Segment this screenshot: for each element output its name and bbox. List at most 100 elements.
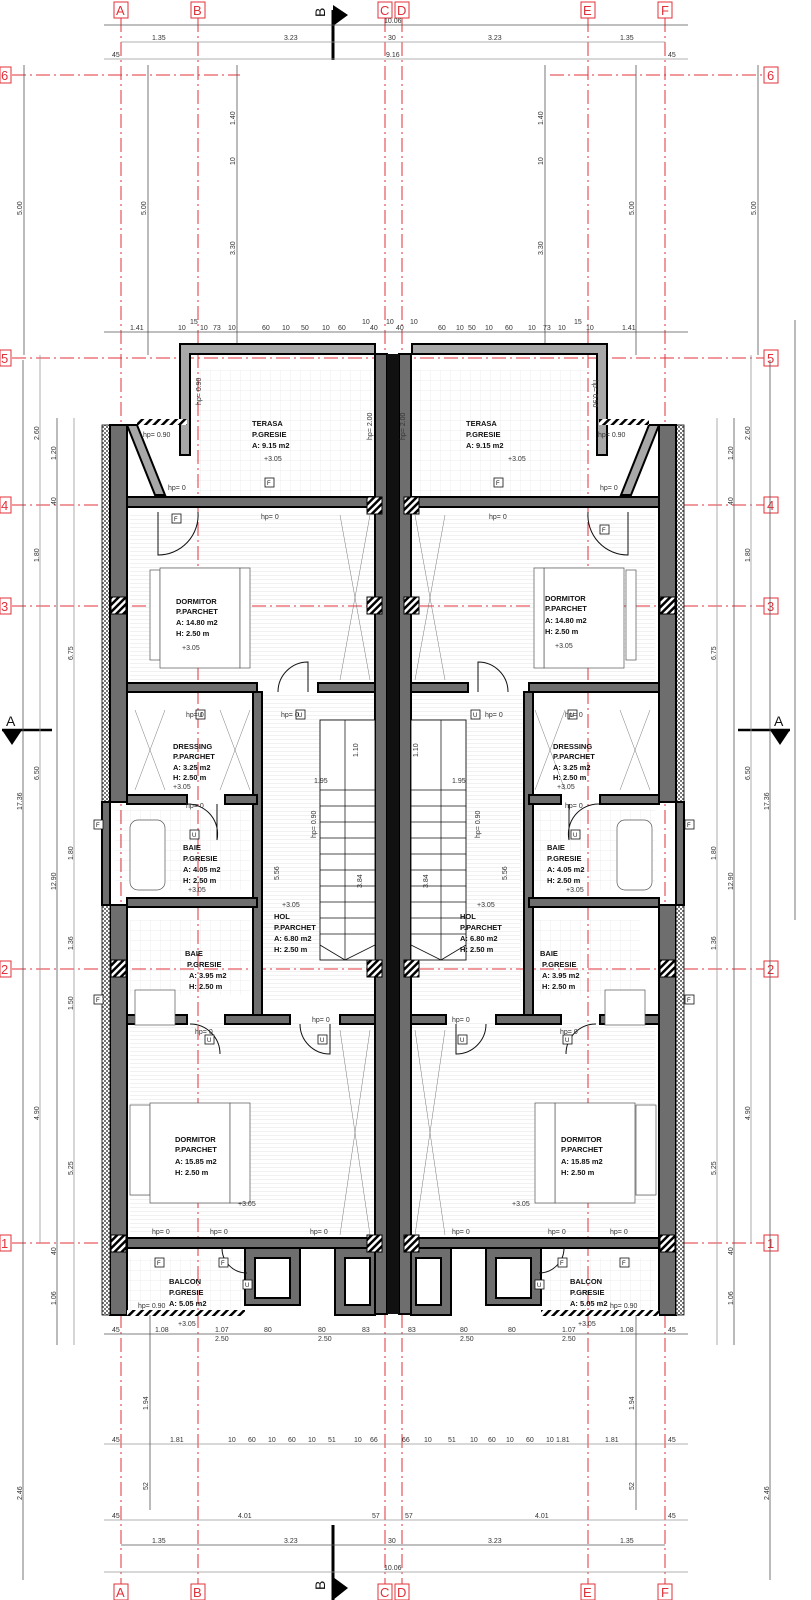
svg-text:F: F bbox=[96, 823, 100, 829]
svg-text:1.50: 1.50 bbox=[68, 996, 75, 1010]
svg-text:1.41: 1.41 bbox=[130, 325, 144, 332]
svg-text:10: 10 bbox=[558, 325, 566, 332]
svg-text:6: 6 bbox=[1, 68, 8, 83]
svg-text:1.80: 1.80 bbox=[711, 846, 718, 860]
svg-text:10: 10 bbox=[228, 1437, 236, 1444]
svg-text:A: 9.15 m2: A: 9.15 m2 bbox=[466, 441, 504, 450]
svg-text:10: 10 bbox=[268, 1437, 276, 1444]
svg-text:F: F bbox=[157, 1261, 161, 1267]
svg-text:A: 4.05 m2: A: 4.05 m2 bbox=[547, 865, 585, 874]
svg-text:80: 80 bbox=[264, 1327, 272, 1334]
svg-text:6.75: 6.75 bbox=[711, 646, 718, 660]
svg-text:hp= 0: hp= 0 bbox=[195, 1029, 213, 1036]
svg-text:5.00: 5.00 bbox=[751, 201, 758, 215]
svg-text:1.07: 1.07 bbox=[215, 1327, 229, 1334]
svg-text:1: 1 bbox=[1, 1236, 8, 1251]
svg-text:2.60: 2.60 bbox=[34, 426, 41, 440]
svg-text:1.94: 1.94 bbox=[143, 1396, 150, 1410]
svg-text:3.84: 3.84 bbox=[423, 874, 430, 888]
svg-text:F: F bbox=[496, 481, 500, 487]
svg-text:A: 6.80 m2: A: 6.80 m2 bbox=[274, 934, 312, 943]
svg-text:B: B bbox=[312, 1581, 328, 1590]
svg-text:hp= 2.00: hp= 2.00 bbox=[367, 412, 374, 440]
svg-text:1.81: 1.81 bbox=[170, 1437, 184, 1444]
svg-text:73: 73 bbox=[543, 325, 551, 332]
svg-text:1.35: 1.35 bbox=[152, 1538, 166, 1545]
svg-text:52: 52 bbox=[143, 1482, 150, 1490]
svg-text:A: 6.80 m2: A: 6.80 m2 bbox=[460, 934, 498, 943]
svg-text:A: 5.05 m2: A: 5.05 m2 bbox=[169, 1299, 207, 1308]
svg-text:45: 45 bbox=[112, 52, 120, 59]
svg-text:H: 2.50 m: H: 2.50 m bbox=[183, 876, 217, 885]
svg-text:10: 10 bbox=[308, 1437, 316, 1444]
svg-text:A: 3.25 m2: A: 3.25 m2 bbox=[173, 763, 211, 772]
staircase-right: 3.84 hp= 0.90 1.10 1.95 bbox=[410, 719, 482, 961]
svg-text:B: B bbox=[193, 1585, 202, 1600]
section-mark-a-right: A bbox=[738, 713, 790, 745]
svg-text:BAIE: BAIE bbox=[547, 843, 565, 852]
parapet-annotations: hp= 0.90 hp= 0.90 hp= 0 hp= 0 hp= 0 hp= … bbox=[138, 377, 638, 1310]
svg-text:40: 40 bbox=[728, 497, 735, 505]
svg-text:P.GRESIE: P.GRESIE bbox=[570, 1288, 604, 1297]
svg-text:5.00: 5.00 bbox=[17, 201, 24, 215]
svg-text:5.25: 5.25 bbox=[68, 1161, 75, 1175]
svg-text:hp= 0.90: hp= 0.90 bbox=[610, 1303, 638, 1310]
svg-text:17.36: 17.36 bbox=[17, 792, 24, 810]
svg-text:60: 60 bbox=[262, 325, 270, 332]
svg-text:P.PARCHET: P.PARCHET bbox=[553, 752, 595, 761]
svg-text:F: F bbox=[687, 823, 691, 829]
svg-text:+3.05: +3.05 bbox=[578, 1321, 596, 1328]
room-label-hol-left: +3.05 HOL P.PARCHET A: 6.80 m2 H: 2.50 m bbox=[274, 902, 316, 954]
svg-text:P.GRESIE: P.GRESIE bbox=[183, 854, 217, 863]
svg-text:1.40: 1.40 bbox=[230, 111, 237, 125]
svg-text:2.60: 2.60 bbox=[745, 426, 752, 440]
dimensions-right: 17.36 2.60 1.80 6.50 4.90 12.90 1.20 40 … bbox=[711, 355, 771, 1580]
svg-text:10.06: 10.06 bbox=[384, 1565, 402, 1572]
svg-text:A: 15.85 m2: A: 15.85 m2 bbox=[175, 1157, 217, 1166]
svg-text:+3.05: +3.05 bbox=[173, 784, 191, 791]
svg-text:U: U bbox=[537, 1283, 541, 1289]
svg-text:+3.05: +3.05 bbox=[188, 887, 206, 894]
balcony-railing-right bbox=[541, 1310, 659, 1316]
svg-text:1.81: 1.81 bbox=[605, 1437, 619, 1444]
svg-text:40: 40 bbox=[51, 497, 58, 505]
svg-text:3.30: 3.30 bbox=[538, 241, 545, 255]
svg-text:9.16: 9.16 bbox=[386, 52, 400, 59]
svg-text:17.36: 17.36 bbox=[764, 792, 771, 810]
svg-text:1.08: 1.08 bbox=[155, 1327, 169, 1334]
svg-text:45: 45 bbox=[668, 52, 676, 59]
svg-text:F: F bbox=[174, 517, 178, 523]
svg-text:4: 4 bbox=[767, 498, 774, 513]
svg-text:10: 10 bbox=[178, 325, 186, 332]
svg-text:hp= 0.90: hp= 0.90 bbox=[196, 377, 203, 405]
svg-text:P.PARCHET: P.PARCHET bbox=[561, 1145, 603, 1154]
room-label-terasa-left: TERASA P.GRESIE A: 9.15 m2 +3.05 bbox=[252, 419, 290, 463]
hol-right-dim: 5.56 bbox=[502, 866, 509, 880]
svg-text:1.10: 1.10 bbox=[413, 743, 420, 757]
svg-text:+3.05: +3.05 bbox=[512, 1201, 530, 1208]
svg-text:1.10: 1.10 bbox=[353, 743, 360, 757]
svg-text:hp= 0.90: hp= 0.90 bbox=[598, 432, 626, 439]
svg-text:C: C bbox=[380, 1585, 389, 1600]
svg-text:1.36: 1.36 bbox=[711, 936, 718, 950]
svg-text:P.PARCHET: P.PARCHET bbox=[173, 752, 215, 761]
svg-text:60: 60 bbox=[438, 325, 446, 332]
svg-text:10: 10 bbox=[362, 319, 370, 326]
svg-text:1.95: 1.95 bbox=[314, 778, 328, 785]
svg-text:3.23: 3.23 bbox=[488, 35, 502, 42]
svg-text:DORMITOR: DORMITOR bbox=[176, 597, 217, 606]
svg-text:45: 45 bbox=[112, 1513, 120, 1520]
room-label-baie-mare-right: BAIE P.GRESIE A: 4.05 m2 H: 2.50 m +3.05 bbox=[547, 843, 585, 894]
svg-text:U: U bbox=[573, 833, 577, 839]
svg-text:H: 2.50 m: H: 2.50 m bbox=[542, 982, 576, 991]
svg-text:A: A bbox=[116, 3, 125, 18]
svg-text:C: C bbox=[380, 3, 389, 18]
svg-text:A: A bbox=[6, 713, 16, 729]
svg-text:+3.05: +3.05 bbox=[566, 887, 584, 894]
svg-text:1.80: 1.80 bbox=[68, 846, 75, 860]
svg-text:hp= 2.00: hp= 2.00 bbox=[400, 412, 407, 440]
room-label-dormitor-top-right: DORMITOR P.PARCHET A: 14.80 m2 H: 2.50 m… bbox=[545, 594, 587, 650]
svg-text:hp= 0: hp= 0 bbox=[452, 1017, 470, 1024]
svg-text:H: 2.50 m: H: 2.50 m bbox=[460, 945, 494, 954]
svg-text:10: 10 bbox=[538, 157, 545, 165]
